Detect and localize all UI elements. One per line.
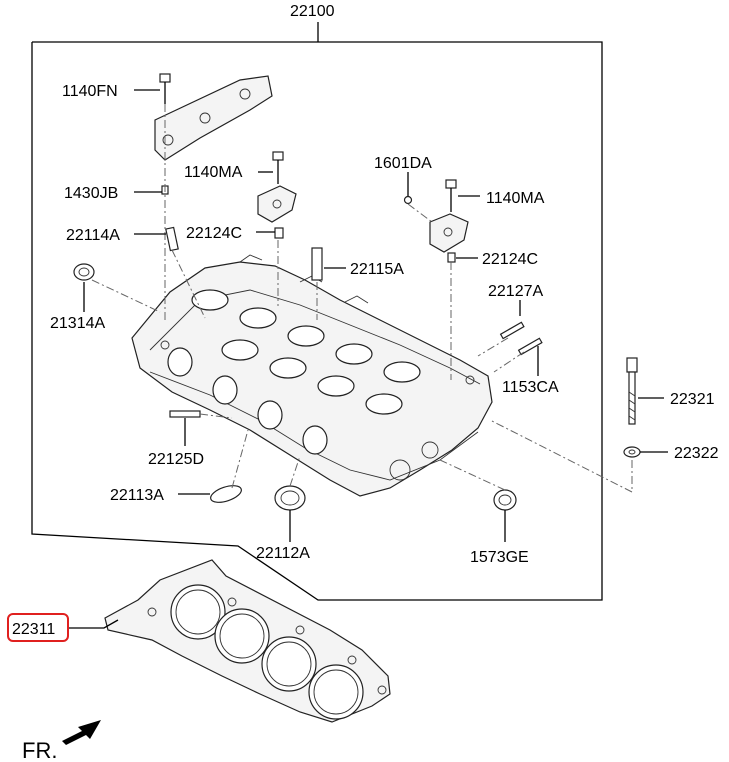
label-22100: 22100 — [290, 3, 335, 20]
label-22124c-right: 22124C — [482, 251, 538, 268]
label-22127a: 22127A — [488, 283, 543, 300]
label-21314a: 21314A — [50, 315, 105, 332]
head-gasket-22311 — [104, 559, 391, 723]
label-22125d: 22125D — [148, 451, 204, 468]
bearing-cap-left — [257, 185, 297, 223]
leader-lines — [68, 89, 668, 629]
stud-22125d — [169, 410, 201, 418]
dowel-22124c-left — [274, 227, 284, 239]
label-1140fn: 1140FN — [62, 83, 118, 100]
assembly-boundary — [31, 22, 603, 601]
label-1601da: 1601DA — [374, 155, 432, 172]
front-indicator: FR. — [22, 720, 101, 762]
label-1140ma-right: 1140MA — [486, 190, 545, 207]
pin-22114a — [165, 226, 179, 252]
highlighted-part-22311[interactable]: 22311 — [7, 613, 69, 642]
label-1430jb: 1430JB — [64, 185, 118, 202]
label-22112a: 22112A — [256, 545, 310, 562]
arrow-icon — [62, 720, 101, 745]
guide-22115a — [311, 247, 323, 281]
label-22322: 22322 — [674, 445, 719, 462]
label-22321: 22321 — [670, 391, 715, 408]
bolt-1140ma-left — [272, 151, 284, 184]
label-22124c-left: 22124C — [186, 225, 242, 242]
label-22114a: 22114A — [66, 227, 120, 244]
label-22311: 22311 — [12, 621, 55, 638]
label-1573ge: 1573GE — [470, 549, 529, 566]
cylinder-head — [131, 254, 493, 497]
highlight-box — [7, 613, 69, 642]
installation-lines — [91, 104, 633, 493]
label-22115a: 22115A — [350, 261, 404, 278]
bearing-cap-right — [429, 213, 469, 253]
head-bolt-22321 — [626, 357, 638, 425]
front-label: FR. — [22, 738, 57, 762]
label-1140ma-left: 1140MA — [184, 164, 243, 181]
dowel-22124c-right — [447, 252, 456, 263]
stud-22127a — [499, 321, 525, 340]
ball-1601da — [403, 195, 413, 205]
bolt-1140fn — [159, 73, 171, 104]
plug-1573ge — [493, 489, 517, 511]
washer-22322 — [623, 446, 641, 458]
ring-22113a — [210, 485, 242, 503]
seal-21314a — [73, 263, 95, 281]
bearing-cap-bracket — [154, 75, 273, 161]
bolt-1140ma-right — [445, 179, 457, 212]
label-22113a: 22113A — [110, 487, 164, 504]
label-1153ca: 1153CA — [502, 379, 559, 396]
stud-1153ca — [517, 337, 543, 356]
seal-22112a — [274, 485, 306, 511]
